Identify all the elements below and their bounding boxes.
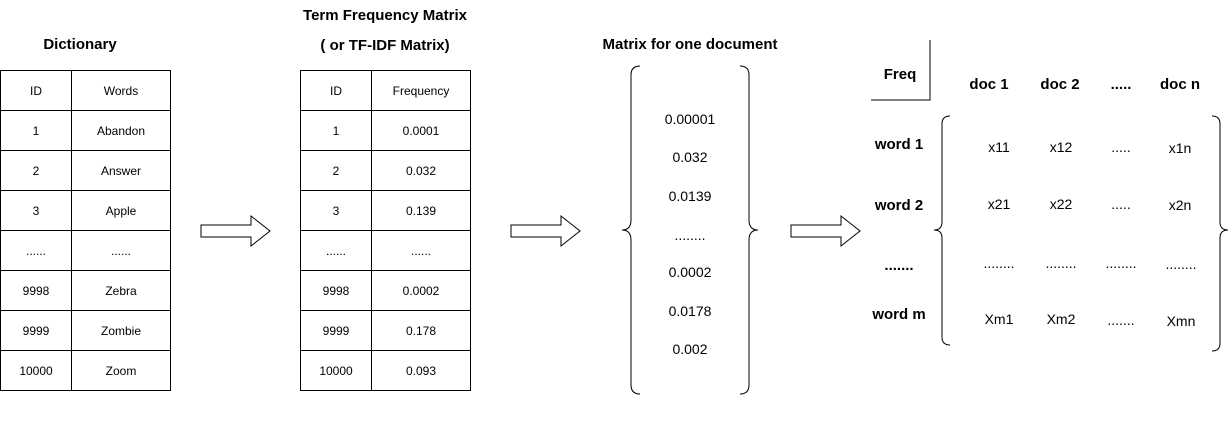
- dictionary-cell-word: Zoom: [71, 350, 171, 391]
- tf-cell-id: 2: [300, 150, 372, 191]
- col-header-doc: doc n: [1160, 76, 1200, 93]
- matrix-cell: x11: [988, 139, 1010, 155]
- tf-cell-frequency: 0.178: [371, 310, 471, 351]
- row-header-word: word 1: [874, 136, 924, 153]
- doc-value: 0.0178: [668, 303, 712, 319]
- dictionary-cell-id: 10000: [0, 350, 72, 391]
- dictionary-title: Dictionary: [43, 36, 117, 53]
- col-header-doc: .....: [1110, 76, 1132, 93]
- col-header-doc: doc 2: [1040, 76, 1080, 93]
- matrix-cell: Xm2: [1046, 311, 1076, 327]
- tf-matrix-title-line1: Term Frequency Matrix: [303, 7, 467, 24]
- left-brace-icon: [933, 115, 951, 346]
- doc-value: 0.0139: [668, 188, 712, 204]
- doc-value: 0.00001: [664, 111, 716, 127]
- corner-divider: [871, 40, 931, 101]
- matrix-cell: x21: [987, 196, 1011, 212]
- col-header-doc: doc 1: [969, 76, 1009, 93]
- arrow-right-icon: [510, 214, 581, 248]
- matrix-cell: Xmn: [1166, 313, 1196, 329]
- matrix-cell: Xm1: [984, 311, 1014, 327]
- right-brace-icon: [739, 65, 759, 395]
- row-header-word: word m: [872, 306, 926, 323]
- tf-cell-id: 9998: [300, 270, 372, 311]
- matrix-cell: .....: [1111, 196, 1131, 212]
- dictionary-cell-word: ......: [71, 230, 171, 271]
- tf-cell-id: 1: [300, 110, 372, 151]
- matrix-cell: x2n: [1168, 197, 1192, 213]
- arrow-right-icon: [200, 214, 271, 248]
- dictionary-cell-id: 9998: [0, 270, 72, 311]
- dictionary-header-id: ID: [0, 70, 72, 111]
- dictionary-cell-word: Zebra: [71, 270, 171, 311]
- doc-value: 0.002: [672, 341, 708, 357]
- matrix-cell: ........: [1165, 256, 1197, 272]
- matrix-cell: x1n: [1168, 140, 1192, 156]
- row-header-word: word 2: [874, 197, 924, 214]
- tf-cell-id: 9999: [300, 310, 372, 351]
- dictionary-cell-id: 9999: [0, 310, 72, 351]
- matrix-cell: ........: [1105, 255, 1137, 271]
- table-header-row: ID Frequency: [300, 70, 471, 111]
- matrix-cell: .......: [1107, 312, 1135, 328]
- dictionary-cell-word: Answer: [71, 150, 171, 191]
- tf-cell-frequency: 0.0001: [371, 110, 471, 151]
- tf-header-id: ID: [300, 70, 372, 111]
- tf-cell-frequency: 0.093: [371, 350, 471, 391]
- doc-value: 0.0002: [668, 264, 712, 280]
- doc-value: ........: [674, 227, 706, 243]
- matrix-cell: x12: [1049, 139, 1073, 155]
- doc-matrix-title: Matrix for one document: [602, 36, 778, 53]
- tf-matrix-title-line2: ( or TF-IDF Matrix): [320, 37, 450, 54]
- tf-header-frequency: Frequency: [371, 70, 471, 111]
- tf-cell-frequency: 0.139: [371, 190, 471, 231]
- matrix-cell: ........: [1045, 255, 1077, 271]
- dictionary-cell-id: 1: [0, 110, 72, 151]
- doc-value: 0.032: [672, 149, 708, 165]
- dictionary-cell-id: ......: [0, 230, 72, 271]
- row-header-word: .......: [884, 257, 914, 274]
- right-brace-icon: [1211, 115, 1229, 352]
- dictionary-cell-word: Apple: [71, 190, 171, 231]
- left-brace-icon: [621, 65, 641, 395]
- matrix-cell: .....: [1111, 139, 1131, 155]
- freq-corner-label: Freq: [883, 66, 917, 83]
- arrow-right-icon: [790, 214, 861, 248]
- table-row: ............: [0, 230, 171, 271]
- dictionary-cell-word: Zombie: [71, 310, 171, 351]
- matrix-cell: ........: [983, 255, 1015, 271]
- matrix-cell: x22: [1049, 196, 1073, 212]
- tf-cell-id: 10000: [300, 350, 372, 391]
- dictionary-cell-word: Abandon: [71, 110, 171, 151]
